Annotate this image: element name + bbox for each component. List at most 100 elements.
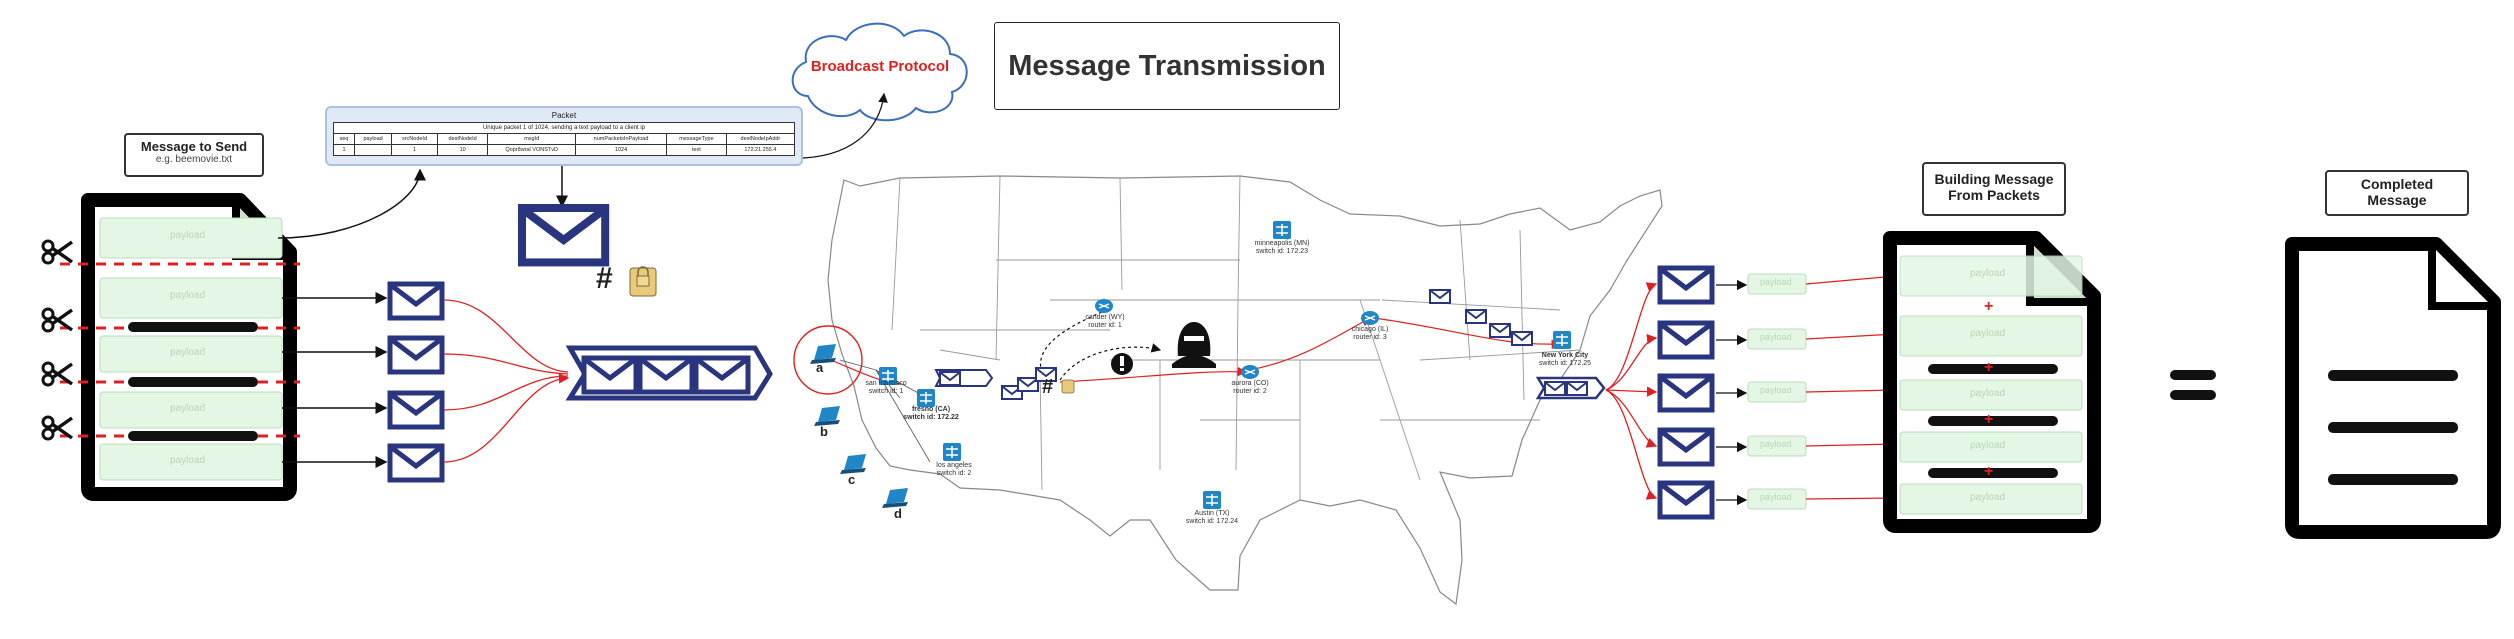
switch-icon xyxy=(916,388,936,408)
node-label: los angeles switch id: 2 xyxy=(924,462,984,478)
building-document-icon xyxy=(1883,231,2101,533)
page-title: Message Transmission xyxy=(994,22,1340,110)
network-links xyxy=(825,311,1562,463)
scissors-icon xyxy=(41,361,74,387)
assemble-arrows xyxy=(1805,271,1898,503)
payload-label: payload xyxy=(1970,268,2006,279)
switch-icon xyxy=(1552,330,1572,350)
payload-label: payload xyxy=(1970,388,2006,399)
node-label: aurora (CO) router id: 2 xyxy=(1222,380,1278,396)
plus-sign: + xyxy=(1984,359,1994,376)
hash-symbol: # xyxy=(1042,376,1054,398)
device-label-d: d xyxy=(894,506,902,521)
payload-label: payload xyxy=(1970,440,2006,451)
packet-value: text xyxy=(666,144,727,156)
nyc-envelope-bundle xyxy=(1535,376,1606,400)
hacker-icon xyxy=(1172,322,1216,368)
node-label: fresno (CA) switch id: 172.22 xyxy=(896,406,966,422)
packet-value: Qopr8wral VONSTvD xyxy=(487,144,577,156)
node-sub: switch id: 172.25 xyxy=(1538,360,1592,367)
payload-label: payload xyxy=(170,290,206,301)
plus-sign: + xyxy=(1984,411,1994,428)
payload-label: payload xyxy=(1760,332,1792,342)
scissors-icon xyxy=(41,307,74,333)
device-label-a: a xyxy=(816,360,824,375)
lock-icon xyxy=(629,266,657,297)
node-sub: switch id: 2 xyxy=(936,470,972,477)
packet-value xyxy=(354,144,393,156)
message-to-send-subtitle: e.g. beemovie.txt xyxy=(155,154,233,165)
broadcast-protocol-label: Broadcast Protocol xyxy=(810,58,950,75)
received-payloads xyxy=(1747,273,1807,510)
router-icon xyxy=(1360,310,1380,326)
envelope-icon xyxy=(390,446,442,480)
completed-document-icon xyxy=(2285,237,2501,539)
switch-icon xyxy=(942,442,962,462)
cloud-icon xyxy=(791,22,968,122)
node-sub: router id: 1 xyxy=(1088,322,1122,329)
payload-label: payload xyxy=(170,403,206,414)
router-icon xyxy=(1094,298,1114,314)
payload-label: payload xyxy=(170,455,206,466)
laptop-icon xyxy=(840,454,866,474)
plus-sign: + xyxy=(1984,463,1994,480)
completed-message-box: Completed Message xyxy=(2325,170,2469,216)
lock-icon xyxy=(1061,379,1075,394)
node-label: New York City switch id: 172.25 xyxy=(1530,352,1600,368)
packet-header: destNodeIpAddr xyxy=(725,133,796,145)
envelope-icon xyxy=(1511,331,1533,346)
node-label: chicago (IL) router id: 3 xyxy=(1340,326,1400,342)
packet-header: srcNodeId xyxy=(391,133,438,145)
switch-icon xyxy=(1202,490,1222,510)
packet-fields: Unique packet 1 of 1024, sending a text … xyxy=(332,122,796,156)
node-name: fresno (CA) xyxy=(911,406,951,413)
node-name: minneapolis (MN) xyxy=(1254,240,1310,247)
packet-value: 172.21.255.4 xyxy=(725,144,796,156)
envelope-icon xyxy=(1660,483,1712,517)
router-icon xyxy=(1240,364,1260,380)
payload-label: payload xyxy=(1760,385,1792,395)
node-sub: router id: 2 xyxy=(1233,388,1267,395)
packet-value: 1024 xyxy=(575,144,668,156)
envelope-icon xyxy=(1660,376,1712,410)
plus-sign: + xyxy=(1984,298,1994,315)
scissors-icon xyxy=(41,239,74,265)
payload-label: payload xyxy=(1760,277,1792,287)
envelope-icon xyxy=(1429,289,1451,304)
building-message-box: Building Message From Packets xyxy=(1922,162,2066,216)
payload-label: payload xyxy=(1970,492,2006,503)
switch-icon xyxy=(1272,220,1292,240)
building-line-2: From Packets xyxy=(1948,187,2040,203)
laptop-icon xyxy=(882,488,908,508)
node-label: minneapolis (MN) switch id: 172.23 xyxy=(1252,240,1312,256)
envelope-icon xyxy=(390,338,442,372)
bundle-arrows xyxy=(443,299,570,463)
packet-header: seq xyxy=(332,133,356,145)
node-sub: switch id: 172.24 xyxy=(1185,518,1239,525)
envelope-to-payload-arrows xyxy=(1716,279,1748,506)
device-label-b: b xyxy=(820,424,828,439)
payload-label: payload xyxy=(170,347,206,358)
envelope-icon xyxy=(1660,323,1712,357)
packet-header: messageType xyxy=(666,133,727,145)
packet-value: 1 xyxy=(391,144,438,156)
laptop-icon xyxy=(814,406,840,426)
message-to-send-box: Message to Send e.g. beemovie.txt xyxy=(124,133,264,177)
node-name: chicago (IL) xyxy=(1351,326,1389,333)
us-map xyxy=(827,175,1663,606)
envelope-icon xyxy=(1660,430,1712,464)
packet-title: Packet xyxy=(551,111,577,120)
payload-to-envelope-arrows xyxy=(282,292,388,468)
node-sub: router id: 3 xyxy=(1353,334,1387,341)
envelope-bundle xyxy=(565,345,773,401)
packet-header: destNodeId xyxy=(436,133,489,145)
envelope-icon xyxy=(1465,309,1487,324)
packet-description: Unique packet 1 of 1024, sending a text … xyxy=(333,122,795,134)
node-label: cander (WY) router id: 1 xyxy=(1078,314,1132,330)
building-line-1: Building Message xyxy=(1934,171,2054,187)
node-name: Austin (TX) xyxy=(1194,510,1230,517)
payload-label: payload xyxy=(1760,492,1792,502)
message-to-send-title: Message to Send xyxy=(140,139,248,154)
completed-line-1: Completed xyxy=(2360,176,2434,192)
node-sub: switch id: 172.22 xyxy=(903,414,959,421)
